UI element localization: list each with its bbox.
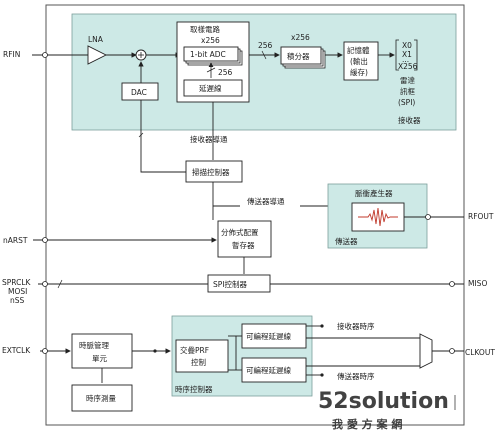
clock-mgmt-label-2: 單元	[92, 354, 107, 363]
config-register-label-2: 暫存器	[232, 240, 255, 250]
pin-narst: nARST	[3, 236, 28, 245]
frame-x1: X1	[402, 50, 412, 59]
watermark-logo: 52solution 我 愛 方 案 網	[318, 389, 449, 431]
dac-label: DAC	[131, 88, 147, 97]
config-register-block	[217, 220, 272, 258]
prf-control-label-1: 交疊PRF	[180, 345, 209, 355]
timing-controller-title: 時序控制器	[175, 384, 213, 394]
delay-line-1-block	[241, 323, 307, 349]
sampler-x256: x256	[201, 36, 220, 45]
prf-control-block	[175, 339, 229, 373]
prf-control-label-2: 控制	[191, 357, 206, 367]
svg-text:52solution: 52solution	[318, 389, 449, 414]
frame-x0: X0	[402, 41, 412, 50]
delay-line-label: 延遲線	[199, 83, 222, 93]
pin-extclk-port	[42, 348, 48, 354]
memory-label-2: (輸出	[350, 56, 368, 66]
frame-x256: X256	[398, 62, 418, 71]
adc-block	[183, 46, 239, 62]
spi-controller-block	[207, 274, 271, 293]
adc-label: 1-bit ADC	[190, 50, 226, 59]
pin-rfout: RFOUT	[468, 212, 494, 221]
rx-timing-label: 接收器時序	[337, 321, 375, 331]
bus-width-256: 256	[258, 41, 273, 50]
lna-label: LNA	[88, 35, 104, 44]
transmitter-title: 傳送器	[335, 236, 358, 246]
clock-mgmt-label-1: 時脈管理	[79, 340, 109, 350]
pin-mosi: MOSI	[8, 287, 27, 296]
radar-frame-bracket	[395, 39, 418, 71]
dac-block	[121, 82, 159, 101]
pulse-waveform-icon	[358, 207, 398, 227]
clock-mux	[419, 333, 433, 369]
accumulator-block	[280, 46, 322, 65]
pin-miso-port	[449, 281, 455, 287]
svg-text:我 愛 方 案 網: 我 愛 方 案 網	[332, 417, 402, 431]
pin-clkout-port	[449, 348, 455, 354]
accumulator-label: 積分器	[287, 51, 310, 61]
config-register-label-1: 分佈式配置	[221, 227, 259, 237]
delay-line-2-label: 可編程延遲線	[246, 365, 291, 375]
clock-measure-block	[71, 384, 133, 412]
spi-controller-label: SPI控制器	[213, 279, 247, 289]
transmitter-path-label: 傳送器導通	[247, 196, 285, 206]
pin-rfin-port	[42, 52, 48, 58]
frame-caption-3: (SPI)	[398, 98, 415, 107]
accumulator-x256: x256	[291, 33, 310, 42]
scan-controller-label: 掃描控制器	[192, 167, 230, 177]
pin-rfout-port	[425, 214, 431, 220]
receiver-panel	[71, 13, 457, 131]
pin-miso: MISO	[468, 279, 487, 288]
pin-spi-port	[42, 281, 48, 287]
adc-bus-width: 256	[218, 68, 233, 77]
sampler-title: 取樣電路	[190, 24, 220, 34]
scan-controller-block	[185, 160, 243, 183]
clock-measure-label: 時序測量	[86, 393, 116, 403]
pin-narst-port	[42, 237, 48, 243]
frame-caption-1: 雷達	[400, 75, 415, 85]
receiver-path-label: 接收器導通	[190, 134, 228, 144]
delay-line-1-label: 可編程延遲線	[246, 331, 291, 341]
memory-label-1: 記憶體	[347, 45, 370, 55]
pin-extclk: EXTCLK	[2, 346, 31, 355]
pin-sprclk: SPRCLK	[2, 278, 32, 287]
memory-block	[343, 41, 379, 81]
chip-outline	[45, 4, 465, 426]
memory-label-3: 緩存)	[350, 67, 368, 77]
frame-dots: ...	[402, 55, 409, 64]
delay-line-block	[183, 79, 243, 97]
delay-line-2-block	[241, 357, 307, 383]
tx-timing-label: 傳送器時序	[337, 371, 375, 381]
pin-clkout: CLKOUT	[465, 348, 495, 357]
lna-amplifier	[87, 45, 108, 65]
receiver-title: 接收器	[398, 115, 421, 125]
pin-rfin: RFIN	[3, 50, 20, 59]
pin-nss: nSS	[10, 296, 25, 305]
frame-caption-2: 訊框	[400, 86, 415, 96]
pulse-generator-title: 脈衝產生器	[355, 188, 393, 198]
